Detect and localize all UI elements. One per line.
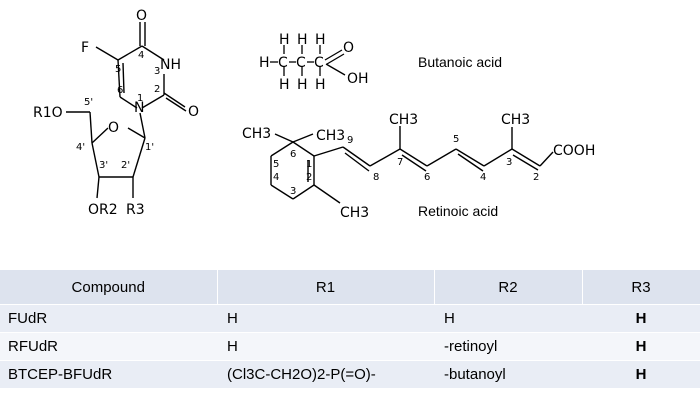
fudr-pos-4: 4: [138, 50, 144, 61]
retinoic-pos-4-chain: 4: [480, 172, 486, 183]
fudr-pos-3p: 3': [99, 160, 108, 171]
retinoic-pos-5: 5: [273, 159, 279, 170]
butanoic-c2: C: [296, 55, 306, 71]
retinoic-pos-5-chain: 5: [453, 134, 459, 145]
fudr-pos-5p: 5': [84, 97, 93, 108]
fudr-pos-4p: 4': [76, 142, 85, 153]
table-row: BTCEP-BFUdR (Cl3C-CH2O)2-P(=O)- -butanoy…: [0, 360, 700, 388]
butanoic-h-top1: H: [279, 32, 290, 48]
cell-r1: H: [217, 332, 434, 361]
butanoic-acid-labels: H C C C H H H H H H O OH Butanoic acid: [259, 32, 502, 93]
retinoic-pos-3-chain: 3: [506, 157, 512, 168]
fudr-r1o-label: R1O: [33, 105, 63, 121]
fudr-n1-label: N: [134, 100, 144, 116]
cell-compound: BTCEP-BFUdR: [0, 360, 217, 388]
retinoic-pos-6: 6: [290, 149, 296, 160]
chemical-structures-figure: O F NH O N O R1O OR2 R3 1 2 3 4 5 6 1' 2…: [33, 8, 595, 221]
retinoic-acid-labels: CH3 CH3 CH3 CH3 CH3 COOH 1 2 3 4 5 6 9 7…: [242, 112, 595, 221]
retinoic-pos-6-chain: 6: [424, 172, 430, 183]
table-row: RFUdR H -retinoyl H: [0, 332, 700, 361]
fudr-pos-1p: 1': [145, 142, 154, 153]
cell-compound: FUdR: [0, 304, 217, 333]
cell-r3: H: [582, 332, 700, 361]
retinoic-pos-7: 7: [397, 157, 403, 168]
fudr-structure: [66, 22, 187, 199]
table-header-row: Compound R1 R2 R3: [0, 270, 700, 305]
retinoic-pos-2: 2: [306, 172, 312, 183]
fudr-pos-1: 1: [137, 93, 143, 104]
butanoic-h-top2: H: [297, 32, 308, 48]
fudr-o2-label: O: [188, 104, 199, 120]
fudr-pos-2p: 2': [121, 160, 130, 171]
header-r2: R2: [434, 270, 583, 305]
butanoic-o: O: [343, 40, 354, 56]
fudr-nh-label: NH: [160, 57, 181, 73]
butanoic-oh: OH: [347, 71, 369, 87]
butanoic-h-left: H: [259, 55, 270, 71]
butanoic-h-bot2: H: [297, 77, 308, 93]
retinoic-ch3-4: CH3: [389, 112, 418, 128]
retinoic-pos-2-chain: 2: [533, 172, 539, 183]
fudr-f-label: F: [81, 40, 89, 56]
retinoic-acid-structure: [270, 126, 554, 204]
fudr-pos-2: 2: [154, 84, 160, 95]
cell-r1: (Cl3C-CH2O)2-P(=O)-: [217, 360, 434, 388]
header-r1: R1: [217, 270, 435, 305]
fudr-pos-3: 3: [154, 66, 160, 77]
fudr-pos-5: 5: [115, 64, 121, 75]
fudr-r3-label: R3: [126, 202, 145, 218]
retinoic-ch3-2: CH3: [316, 128, 345, 144]
cell-r2: H: [434, 304, 582, 333]
retinoic-pos-1: 1: [306, 159, 312, 170]
retinoic-pos-4: 4: [273, 172, 279, 183]
cell-r2: -butanoyl: [434, 360, 582, 388]
compound-table: Compound R1 R2 R3 FUdR H H H RFUdR H -re…: [0, 270, 700, 388]
fudr-or2-label: OR2: [88, 202, 118, 218]
structures-svg: O F NH O N O R1O OR2 R3 1 2 3 4 5 6 1' 2…: [33, 8, 595, 221]
fudr-ring-o-label: O: [108, 120, 119, 136]
cell-r2: -retinoyl: [434, 332, 582, 361]
retinoic-acid-name: Retinoic acid: [418, 203, 498, 219]
cell-compound: RFUdR: [0, 332, 217, 361]
butanoic-h-top3: H: [315, 32, 326, 48]
retinoic-ch3-5: CH3: [501, 112, 530, 128]
retinoic-ch3-3: CH3: [340, 205, 369, 221]
table-row: FUdR H H H: [0, 304, 700, 333]
header-compound: Compound: [0, 270, 218, 305]
retinoic-pos-8: 8: [373, 172, 379, 183]
fudr-o4-label: O: [136, 8, 147, 24]
butanoic-c1: C: [278, 55, 288, 71]
cell-r1: H: [217, 304, 434, 333]
fudr-pos-6: 6: [117, 85, 123, 96]
cell-r3: H: [582, 360, 700, 388]
retinoic-pos-9: 9: [347, 135, 353, 146]
cell-r3: H: [582, 304, 700, 333]
header-r3: R3: [582, 270, 700, 305]
butanoic-c3: C: [314, 55, 324, 71]
fudr-labels: O F NH O N O R1O OR2 R3 1 2 3 4 5 6 1' 2…: [33, 8, 199, 218]
butanoic-acid-name: Butanoic acid: [418, 54, 502, 70]
retinoic-cooh: COOH: [553, 143, 595, 159]
butanoic-acid-structure: [270, 45, 346, 76]
retinoic-ch3-1: CH3: [242, 126, 271, 142]
butanoic-h-bot3: H: [315, 77, 326, 93]
retinoic-pos-3: 3: [290, 186, 296, 197]
butanoic-h-bot1: H: [279, 77, 290, 93]
